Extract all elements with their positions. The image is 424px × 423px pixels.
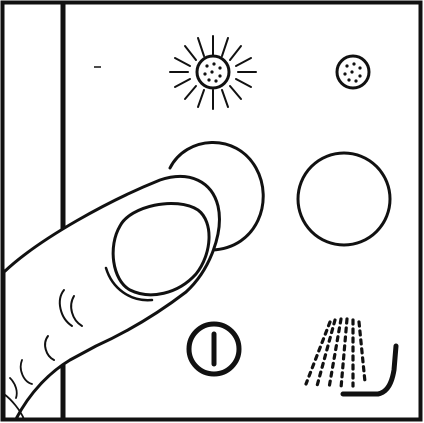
left-button[interactable] xyxy=(168,141,265,252)
light-rays xyxy=(169,35,257,110)
bulb-dots xyxy=(343,62,362,83)
finger-crease-4 xyxy=(19,359,33,385)
knuckle-line xyxy=(3,393,25,420)
knuckle-line-2 xyxy=(9,377,18,399)
finger-crease-3 xyxy=(44,335,55,361)
spray-hand-icon xyxy=(304,317,399,397)
left-indicator-light-lit xyxy=(169,35,257,110)
power-icon xyxy=(186,321,242,377)
right-button[interactable] xyxy=(296,151,392,247)
spray-dashes xyxy=(304,317,367,390)
finger-crease-1 xyxy=(58,289,73,327)
nail-cuticle xyxy=(104,266,154,302)
right-indicator-light xyxy=(335,54,371,90)
pressing-finger xyxy=(2,175,221,421)
fingernail xyxy=(111,202,211,297)
hand-tray xyxy=(340,343,399,397)
finger-crease-2 xyxy=(70,295,83,327)
bulb-dots xyxy=(203,62,222,83)
